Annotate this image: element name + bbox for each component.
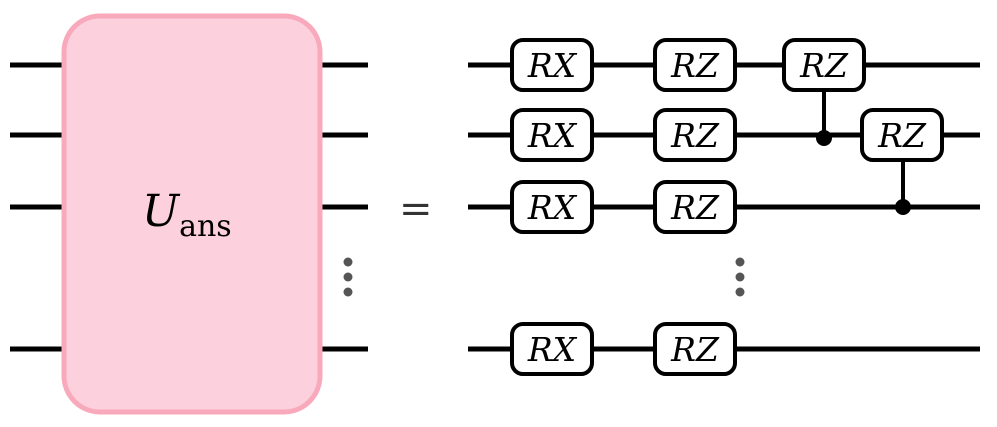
rz-gate-label: RZ — [670, 188, 720, 227]
equals-sign: = — [399, 186, 433, 232]
rx-gate: RX — [510, 180, 594, 234]
controlled-rz-1: RZ — [782, 38, 866, 92]
control-dot-1 — [816, 130, 832, 146]
ellipsis-dot — [735, 272, 745, 282]
rx-gate-label: RX — [527, 188, 578, 227]
ansatz-symbol: U — [142, 186, 181, 237]
ellipsis-dot — [735, 287, 745, 297]
rx-gate-box — [510, 322, 594, 376]
rz-gate-label: RZ — [670, 116, 720, 155]
rz-gate: RZ — [653, 180, 737, 234]
ansatz-output-wires — [318, 62, 368, 352]
rz-column: RZ RZ RZ RZ — [653, 38, 737, 376]
crz-gate-label: RZ — [799, 46, 849, 85]
rx-gate: RX — [510, 108, 594, 162]
rz-gate-box — [653, 180, 737, 234]
rx-gate-label: RX — [527, 330, 578, 369]
rx-gate-box — [510, 38, 594, 92]
ellipsis-dot — [735, 257, 745, 267]
control-dot-2 — [895, 199, 911, 215]
ansatz-subscript: ans — [179, 209, 232, 244]
rx-column: RX RX RX RX — [510, 38, 594, 376]
crz-gate-box — [782, 38, 866, 92]
rz-gate: RZ — [653, 38, 737, 92]
ansatz-ellipsis — [343, 257, 353, 297]
rz-gate-label: RZ — [670, 46, 720, 85]
crz-gate-box — [860, 108, 944, 162]
rx-gate: RX — [510, 38, 594, 92]
controlled-rz-2: RZ — [860, 108, 944, 162]
ansatz-input-wires — [10, 62, 66, 352]
rz-gate: RZ — [653, 322, 737, 376]
rz-gate-label: RZ — [670, 330, 720, 369]
rz-gate: RZ — [653, 108, 737, 162]
ellipsis-dot — [343, 257, 353, 267]
ellipsis-dot — [343, 287, 353, 297]
ansatz-label: Uans — [142, 186, 232, 244]
rx-gate: RX — [510, 322, 594, 376]
circuit-ellipsis — [735, 257, 745, 297]
rz-gate-box — [653, 322, 737, 376]
rx-gate-label: RX — [527, 116, 578, 155]
rz-gate-box — [653, 38, 737, 92]
crz-gate-label: RZ — [877, 116, 927, 155]
ellipsis-dot — [343, 272, 353, 282]
ansatz-block — [61, 13, 323, 415]
rx-gate-box — [510, 180, 594, 234]
rx-gate-label: RX — [527, 46, 578, 85]
rz-gate-box — [653, 108, 737, 162]
rx-gate-box — [510, 108, 594, 162]
control-links — [816, 90, 911, 215]
